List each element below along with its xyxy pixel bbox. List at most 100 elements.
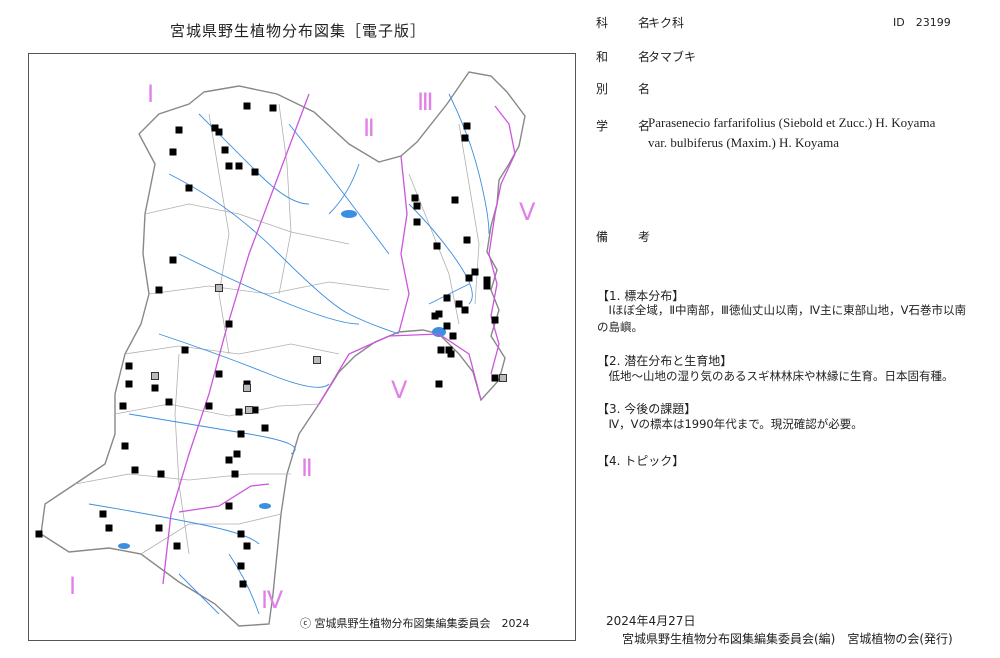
specimen-marker <box>125 380 133 388</box>
specimen-marker <box>483 276 491 284</box>
region-boundaries <box>162 93 516 585</box>
specimen-marker <box>169 256 177 264</box>
specimen-marker <box>243 384 251 392</box>
publish-date: 2024年4月27日 <box>606 614 696 628</box>
region-label: Ⅳ <box>261 588 283 614</box>
scientific-name-line1: Parasenecio farfarifolius (Siebold et Zu… <box>648 115 936 130</box>
section-body: Ⅳ，Ⅴの標本は1990年代まで。現況確認が必要。 <box>597 417 863 431</box>
specimen-marker <box>261 424 269 432</box>
remarks-label: 備 考 <box>596 230 660 244</box>
specimen-marker <box>455 300 463 308</box>
specimen-marker <box>231 470 239 478</box>
specimen-marker <box>413 202 421 210</box>
specimen-marker <box>245 406 253 414</box>
scientific-name-label: 学 名 <box>596 119 660 133</box>
specimen-marker <box>465 274 473 282</box>
section-heading: 【4. トピック】 <box>597 454 685 468</box>
japanese-name-value: タマブキ <box>648 50 697 64</box>
specimen-marker <box>119 402 127 410</box>
specimen-marker <box>155 286 163 294</box>
specimen-marker <box>225 502 233 510</box>
specimen-marker <box>461 306 469 314</box>
specimen-marker <box>447 350 455 358</box>
specimen-marker <box>221 146 229 154</box>
specimen-marker <box>251 168 259 176</box>
specimen-marker <box>243 542 251 550</box>
specimen-marker <box>125 362 133 370</box>
specimen-marker <box>431 312 439 320</box>
publisher-credit: 宮城県野生植物分布図集編集委員会(編) 宮城植物の会(発行) <box>622 632 953 646</box>
lakes <box>118 210 446 549</box>
specimen-marker <box>463 236 471 244</box>
specimen-marker <box>225 162 233 170</box>
specimen-marker <box>483 282 491 290</box>
family-value: キク科 <box>648 16 685 30</box>
section-body: 低地～山地の湿り気のあるスギ林林床や林縁に生育。日本固有種。 <box>597 369 954 383</box>
region-labels: Ⅰ Ⅱ Ⅲ Ⅴ Ⅴ Ⅱ Ⅰ Ⅳ <box>69 82 536 614</box>
japanese-name-label: 和 名 <box>596 50 660 64</box>
specimen-marker <box>165 398 173 406</box>
specimen-marker <box>243 102 251 110</box>
specimen-marker <box>235 408 243 416</box>
specimen-marker <box>237 562 245 570</box>
region-label: Ⅰ <box>69 574 76 600</box>
region-label: Ⅱ <box>301 456 313 482</box>
section-body: Ⅰほぼ全域，Ⅱ中南部，Ⅲ徳仙丈山以南，Ⅳ主に東部山地，Ⅴ石巻市以南の島嶼。 <box>597 303 966 334</box>
section-heading: 【3. 今後の課題】 <box>597 402 697 416</box>
specimen-marker <box>225 320 233 328</box>
specimen-marker <box>35 530 43 538</box>
copyright-notice: ⓒ 宮城県野生植物分布図集編集委員会 2024 <box>300 617 530 630</box>
specimen-marker <box>215 128 223 136</box>
region-label: Ⅲ <box>417 90 434 116</box>
distribution-map: Ⅰ Ⅱ Ⅲ Ⅴ Ⅴ Ⅱ Ⅰ Ⅳ <box>28 53 576 641</box>
specimen-marker <box>211 124 219 132</box>
specimen-marker <box>181 346 189 354</box>
specimen-marker <box>443 294 451 302</box>
specimen-marker <box>233 450 241 458</box>
region-label: Ⅰ <box>147 82 154 108</box>
specimen-marker <box>131 466 139 474</box>
family-label: 科 名 <box>596 16 660 30</box>
specimen-marker <box>99 510 107 518</box>
specimen-marker <box>173 542 181 550</box>
specimen-marker <box>449 332 457 340</box>
specimen-marker <box>105 524 113 532</box>
map-canvas: Ⅰ Ⅱ Ⅲ Ⅴ Ⅴ Ⅱ Ⅰ Ⅳ <box>35 71 536 627</box>
specimen-marker <box>437 346 445 354</box>
specimen-marker <box>151 384 159 392</box>
specimen-marker <box>313 356 321 364</box>
specimen-marker <box>435 380 443 388</box>
specimen-marker <box>205 402 213 410</box>
section-heading: 【1. 標本分布】 <box>597 289 685 303</box>
specimen-markers <box>35 102 507 588</box>
map-title: 宮城県野生植物分布図集［電子版］ <box>170 22 427 40</box>
specimen-marker <box>269 104 277 112</box>
record-id: ID 23199 <box>893 16 951 29</box>
specimen-marker <box>151 372 159 380</box>
specimen-marker <box>411 194 419 202</box>
specimen-marker <box>169 148 177 156</box>
specimen-marker <box>215 370 223 378</box>
specimen-marker <box>413 218 421 226</box>
specimen-marker <box>225 456 233 464</box>
specimen-marker <box>215 284 223 292</box>
specimen-marker <box>237 530 245 538</box>
specimen-marker <box>155 524 163 532</box>
specimen-marker <box>463 122 471 130</box>
specimen-marker <box>471 268 479 276</box>
specimen-marker <box>237 430 245 438</box>
specimen-marker <box>499 374 507 382</box>
specimen-marker <box>157 470 165 478</box>
region-label: Ⅱ <box>363 116 375 142</box>
specimen-marker <box>185 184 193 192</box>
specimen-marker <box>445 346 453 354</box>
specimen-marker <box>175 126 183 134</box>
section-heading: 【2. 潜在分布と生育地】 <box>597 354 733 368</box>
specimen-marker <box>443 322 451 330</box>
specimen-marker <box>435 310 443 318</box>
alias-label: 別 名 <box>596 82 660 96</box>
region-label: Ⅴ <box>519 200 536 226</box>
specimen-marker <box>433 242 441 250</box>
specimen-marker <box>251 406 259 414</box>
specimen-marker <box>491 374 499 382</box>
